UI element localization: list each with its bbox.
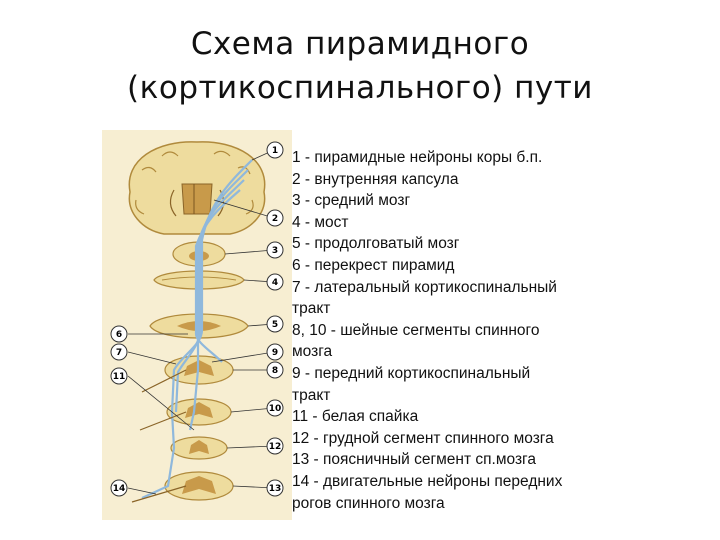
- svg-text:5: 5: [272, 320, 278, 330]
- slide-title: Схема пирамидного (кортикоспинального) п…: [0, 22, 720, 110]
- callout-5: 5: [267, 316, 283, 332]
- callout-12: 12: [267, 438, 283, 454]
- callout-6: 6: [111, 326, 127, 342]
- callout-2: 2: [267, 210, 283, 226]
- pyramidal-tract-diagram: 1 2 3 4 5 9 8 10 12 13 6 7 11 14: [102, 130, 292, 520]
- callout-11: 11: [111, 368, 127, 384]
- legend-item: 11 - белая спайка: [292, 406, 622, 428]
- callout-7: 7: [111, 344, 127, 360]
- pyramidal-tract-illustration: 1 2 3 4 5 9 8 10 12 13 6 7 11 14: [102, 130, 292, 520]
- legend-item: 13 - поясничный сегмент сп.мозга: [292, 449, 622, 471]
- legend-list: 1 - пирамидные нейроны коры б.п. 2 - вну…: [292, 147, 622, 514]
- legend-item: 14 - двигательные нейроны передних: [292, 471, 622, 493]
- svg-text:1: 1: [272, 146, 278, 156]
- svg-text:13: 13: [269, 484, 282, 494]
- callout-8: 8: [267, 362, 283, 378]
- svg-text:7: 7: [116, 348, 122, 358]
- callout-4: 4: [267, 274, 283, 290]
- legend-item: 6 - перекрест пирамид: [292, 255, 622, 277]
- legend-item: мозга: [292, 341, 622, 363]
- legend-item: 12 - грудной сегмент спинного мозга: [292, 428, 622, 450]
- legend-item: 3 - средний мозг: [292, 190, 622, 212]
- legend-item: 2 - внутренняя капсула: [292, 169, 622, 191]
- slide-title-line2: (кортикоспинального) пути: [0, 66, 720, 110]
- legend-item: 4 - мост: [292, 212, 622, 234]
- svg-text:12: 12: [269, 442, 282, 452]
- legend-item: тракт: [292, 385, 622, 407]
- svg-text:9: 9: [272, 348, 278, 358]
- svg-text:3: 3: [272, 246, 278, 256]
- svg-text:6: 6: [116, 330, 122, 340]
- svg-text:10: 10: [269, 404, 282, 414]
- svg-text:2: 2: [272, 214, 278, 224]
- callout-1: 1: [267, 142, 283, 158]
- brain-section: [129, 142, 264, 234]
- svg-text:14: 14: [113, 484, 126, 494]
- callout-9: 9: [267, 344, 283, 360]
- callout-13: 13: [267, 480, 283, 496]
- callout-14: 14: [111, 480, 127, 496]
- legend-item: 7 - латеральный кортикоспинальный: [292, 277, 622, 299]
- legend-item: рогов спинного мозга: [292, 493, 622, 515]
- legend-item: тракт: [292, 298, 622, 320]
- callout-10: 10: [267, 400, 283, 416]
- callout-3: 3: [267, 242, 283, 258]
- legend-item: 1 - пирамидные нейроны коры б.п.: [292, 147, 622, 169]
- legend-item: 5 - продолговатый мозг: [292, 233, 622, 255]
- svg-text:4: 4: [272, 278, 278, 288]
- legend-item: 8, 10 - шейные сегменты спинного: [292, 320, 622, 342]
- slide-title-line1: Схема пирамидного: [0, 22, 720, 66]
- lumbar-segment: [165, 472, 233, 500]
- legend-item: 9 - передний кортикоспинальный: [292, 363, 622, 385]
- thoracic-segment: [171, 437, 227, 459]
- svg-text:11: 11: [113, 372, 126, 382]
- svg-text:8: 8: [272, 366, 278, 376]
